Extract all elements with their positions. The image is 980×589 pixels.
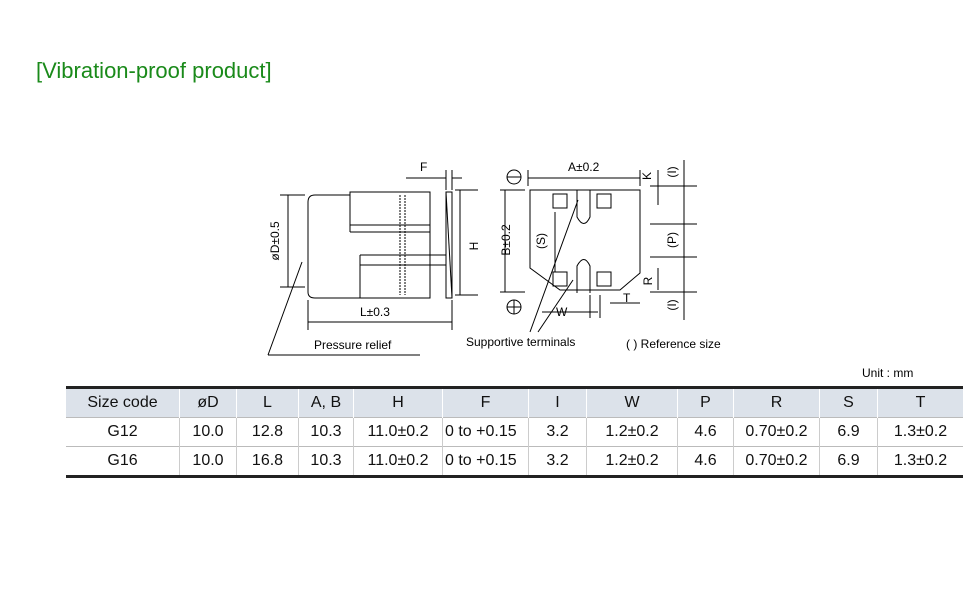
cell: 6.9 [819,446,878,477]
dim-label-l: L±0.3 [360,305,390,319]
header-t: T [877,387,963,418]
cell: 10.3 [298,417,354,447]
dim-label-r: R [641,276,655,285]
dim-label-h: H [467,242,481,251]
unit-label: Unit : mm [862,366,914,380]
header-w: W [586,387,678,418]
side-view [267,170,478,356]
cell: 10.3 [298,446,354,477]
cell: 3.2 [528,417,587,447]
dim-label-t: T [623,291,631,305]
cell: 4.6 [677,446,734,477]
header-d: øD [179,387,237,418]
cell: G16 [66,446,180,477]
cell: 4.6 [677,417,734,447]
reference-size-note: ( ) Reference size [626,337,721,351]
cell: 1.2±0.2 [586,417,678,447]
cell: 6.9 [819,417,878,447]
cell: 3.2 [528,446,587,477]
cell: 1.3±0.2 [877,417,963,447]
header-f: F [442,387,529,418]
table-header-row: Size code øD L A, B H F I W P R S T [66,387,963,418]
table-row: G16 10.0 16.8 10.3 11.0±0.2 0 to +0.15 3… [66,446,963,477]
dim-label-i-bottom: (I) [665,299,679,310]
dimension-drawing: F H øD±0.5 L±0.3 Pressure relief A±0.2 K… [267,160,721,356]
dim-label-b: B±0.2 [499,224,513,256]
header-ab: A, B [298,387,354,418]
header-s: S [819,387,878,418]
dim-label-d: øD±0.5 [268,221,282,261]
cell: 11.0±0.2 [353,446,443,477]
dim-label-k: K [640,172,654,180]
cell: 1.2±0.2 [586,446,678,477]
cell: 10.0 [179,417,237,447]
dim-label-i-top: (I) [665,166,679,177]
cell: 16.8 [236,446,299,477]
header-l: L [236,387,299,418]
cell: 1.3±0.2 [877,446,963,477]
cell: 0.70±0.2 [733,417,820,447]
dim-label-w: W [556,305,568,319]
supportive-terminals-label: Supportive terminals [466,335,575,349]
cell: 0.70±0.2 [733,446,820,477]
header-i: I [528,387,587,418]
dim-label-f: F [420,160,427,174]
header-r: R [733,387,820,418]
cell: 11.0±0.2 [353,417,443,447]
header-h: H [353,387,443,418]
dim-label-a: A±0.2 [568,160,600,174]
dim-label-s: (S) [534,233,548,249]
pressure-relief-label: Pressure relief [314,338,392,352]
table-row: G12 10.0 12.8 10.3 11.0±0.2 0 to +0.15 3… [66,417,963,447]
cell: 10.0 [179,446,237,477]
dim-label-p: (P) [665,232,679,248]
dimensions-table: Size code øD L A, B H F I W P R S T G12 … [66,386,963,478]
cell: 0 to +0.15 [442,446,529,477]
page-title: [Vibration-proof product] [36,58,272,83]
header-p: P [677,387,734,418]
cell: G12 [66,417,180,447]
cell: 12.8 [236,417,299,447]
header-size-code: Size code [66,387,180,418]
bottom-view [500,160,697,333]
cell: 0 to +0.15 [442,417,529,447]
